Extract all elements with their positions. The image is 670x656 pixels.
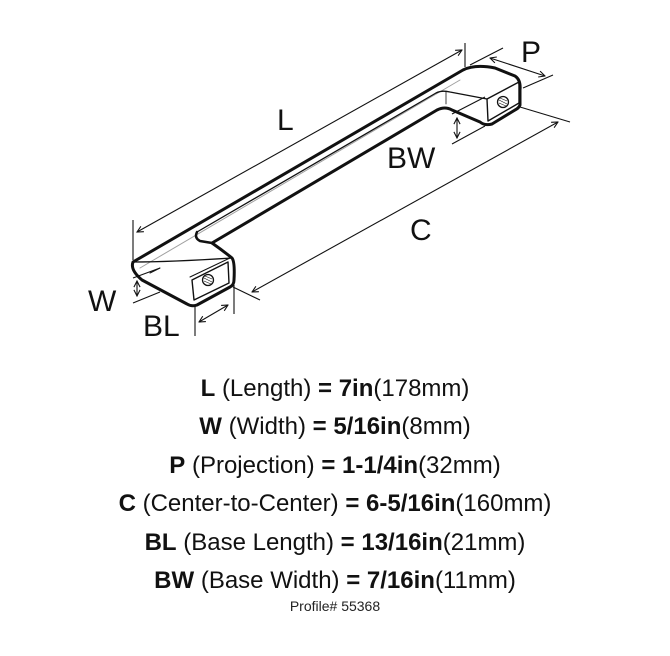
- label-L: L: [277, 104, 294, 137]
- dimension-specs: L (Length) = 7in(178mm) W (Width) = 5/16…: [0, 370, 670, 600]
- dimension-W: [132, 267, 161, 304]
- spec-key: BL: [144, 528, 177, 556]
- spec-metric: (32mm): [418, 451, 501, 479]
- spec-key: BW: [154, 566, 195, 594]
- spec-imperial: 5/16in: [333, 413, 402, 441]
- spec-eq: =: [346, 566, 361, 594]
- spec-length: L (Length) = 7in(178mm): [0, 370, 670, 408]
- spec-base-length: BL (Base Length) = 13/16in(21mm): [0, 524, 670, 562]
- spec-imperial: 7/16in: [366, 566, 435, 594]
- profile-number: Profile# 55368: [289, 598, 381, 614]
- label-BW: BW: [387, 142, 436, 175]
- spec-imperial: 13/16in: [361, 528, 443, 556]
- handle-inner-rail: [196, 90, 488, 233]
- handle-dimension-drawing: L P BW C W BL: [88, 36, 571, 343]
- spec-metric: (8mm): [401, 413, 471, 441]
- spec-eq: =: [340, 528, 355, 556]
- spec-center-to-center: C (Center-to-Center) = 6-5/16in(160mm): [0, 485, 670, 523]
- dimension-BW: [451, 96, 486, 145]
- spec-eq: =: [318, 375, 333, 402]
- spec-eq: =: [345, 490, 360, 518]
- spec-key: W: [199, 413, 222, 441]
- spec-width: W (Width) = 5/16in(8mm): [0, 408, 670, 446]
- spec-projection: P (Projection) = 1-1/4in(32mm): [0, 447, 670, 485]
- spec-metric: (178mm): [373, 375, 470, 402]
- spec-name: (Length): [221, 375, 312, 402]
- dimension-P: [469, 47, 554, 89]
- spec-key: P: [169, 451, 186, 479]
- spec-base-width: BW (Base Width) = 7/16in(11mm): [0, 562, 670, 600]
- spec-imperial: 6-5/16in: [366, 490, 456, 518]
- handle-outline: [130, 64, 522, 308]
- spec-name: (Width): [228, 413, 306, 441]
- label-C: C: [410, 214, 432, 247]
- spec-name: (Base Length): [183, 528, 334, 556]
- spec-name: (Projection): [191, 451, 315, 479]
- spec-metric: (11mm): [434, 566, 516, 594]
- spec-key: L: [200, 375, 216, 402]
- spec-imperial: 1-1/4in: [342, 451, 419, 479]
- left-end-cap: [132, 257, 233, 263]
- screw-hole-left: [201, 273, 215, 287]
- spec-name: (Center-to-Center): [142, 490, 339, 518]
- spec-imperial: 7in: [338, 375, 374, 402]
- spec-metric: (160mm): [455, 490, 552, 518]
- spec-eq: =: [312, 413, 327, 441]
- dimension-BL: [194, 285, 235, 336]
- screw-hole-right: [496, 95, 510, 109]
- handle-inner-top-edge: [194, 230, 214, 245]
- spec-eq: =: [321, 451, 336, 479]
- spec-key: C: [118, 490, 136, 518]
- label-BL: BL: [143, 310, 180, 343]
- spec-name: (Base Width): [200, 566, 340, 594]
- label-P: P: [521, 36, 541, 69]
- spec-metric: (21mm): [442, 528, 526, 556]
- label-W: W: [88, 285, 117, 318]
- dimension-C: [232, 106, 571, 301]
- cabinet-pull-handle: [130, 64, 522, 308]
